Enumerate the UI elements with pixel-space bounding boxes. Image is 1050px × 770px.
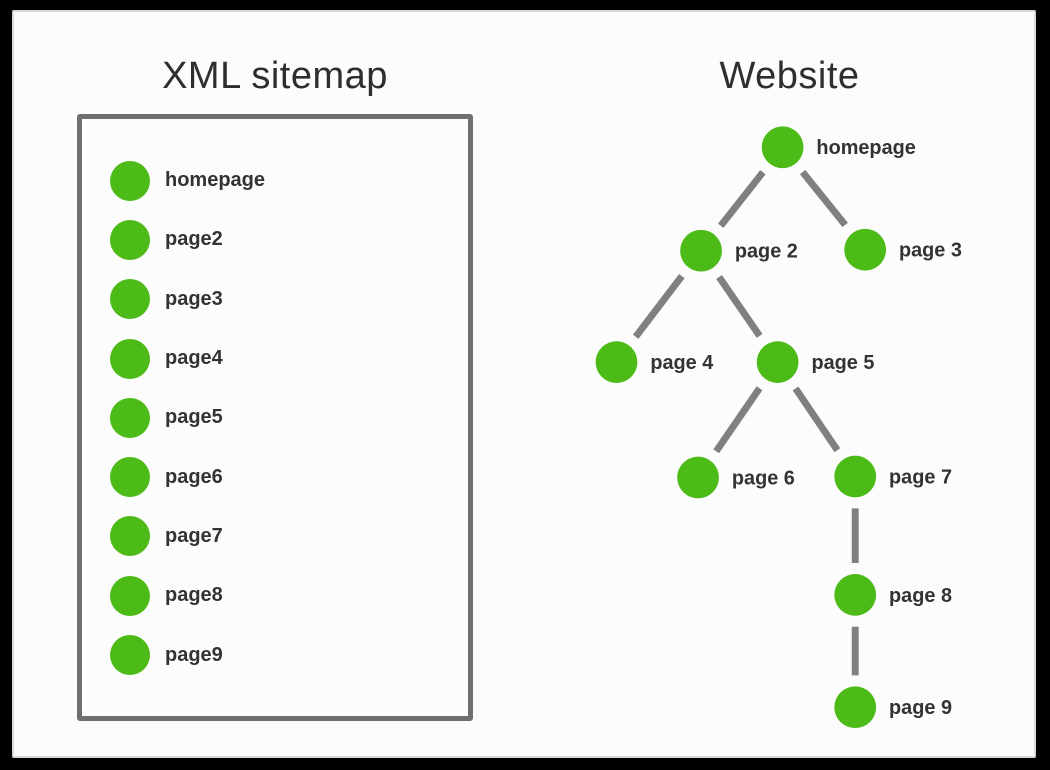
website-panel-title: Website [719, 55, 860, 97]
sitemap-panel-title: XML sitemap [162, 55, 388, 97]
sitemap-item-label: page8 [165, 584, 223, 607]
tree-node-page9 [834, 686, 877, 729]
tree-node-label-page3: page 3 [899, 240, 962, 262]
tree-node-label-page8: page 8 [889, 585, 952, 607]
sitemap-list-item: page9 [110, 625, 468, 684]
sitemap-item-label: page2 [165, 228, 223, 251]
tree-node-label-page9: page 9 [889, 697, 952, 719]
sitemap-item-label: page5 [165, 406, 223, 429]
page-dot-icon [110, 457, 150, 498]
sitemap-item-label: page7 [165, 524, 223, 547]
tree-node-page3 [844, 228, 887, 271]
sitemap-list-item: page4 [110, 329, 468, 388]
tree-edge-page2-page4 [632, 273, 685, 339]
tree-node-homepage [761, 126, 804, 169]
tree-edge-homepage-page3 [799, 169, 848, 228]
tree-node-page4 [595, 341, 638, 384]
tree-node-label-page6: page 6 [732, 467, 795, 489]
sitemap-item-label: page9 [165, 643, 223, 666]
tree-node-page8 [834, 573, 877, 616]
page-dot-icon [110, 219, 150, 260]
page-dot-icon [110, 635, 150, 676]
sitemap-item-label: page3 [165, 287, 223, 310]
tree-node-label-page4: page 4 [650, 352, 713, 374]
tree-node-page5 [756, 341, 799, 384]
sitemap-item-label: page4 [165, 347, 223, 370]
page-dot-icon [110, 160, 150, 201]
tree-edge-page5-page7 [792, 386, 841, 453]
tree-node-label-page2: page 2 [735, 241, 798, 263]
page-dot-icon [110, 338, 150, 379]
sitemap-list-item: page2 [110, 210, 468, 269]
page-dot-icon [110, 575, 150, 616]
sitemap-box: homepage page2 page3 page4 page5 page6 page7 pa… [77, 114, 473, 721]
tree-edge-homepage-page2 [718, 170, 766, 228]
tree-node-label-page7: page 7 [889, 466, 952, 488]
page-dot-icon [110, 279, 150, 320]
sitemap-list-item: page3 [110, 270, 468, 329]
sitemap-list-item: page8 [110, 566, 468, 625]
sitemap-list-item: homepage [110, 151, 468, 210]
tree-edge-page5-page6 [713, 386, 763, 454]
sitemap-item-label: page6 [165, 465, 223, 488]
sitemap-list: homepage page2 page3 page4 page5 page6 page7 pa… [82, 119, 468, 685]
sitemap-list-item: page6 [110, 447, 468, 506]
tree-edge-page2-page5 [716, 274, 763, 338]
tree-node-label-homepage: homepage [816, 137, 915, 159]
diagram-canvas: XML sitemap Website homepage page2 page3 pa… [12, 10, 1036, 758]
page-dot-icon [110, 397, 150, 438]
tree-node-page2 [680, 229, 722, 272]
tree-node-page7 [834, 455, 877, 498]
sitemap-item-label: homepage [165, 169, 266, 192]
page-dot-icon [110, 516, 150, 557]
tree-node-page6 [677, 456, 719, 499]
sitemap-list-item: page5 [110, 388, 468, 447]
sitemap-list-item: page7 [110, 507, 468, 566]
tree-node-label-page5: page 5 [811, 352, 874, 374]
